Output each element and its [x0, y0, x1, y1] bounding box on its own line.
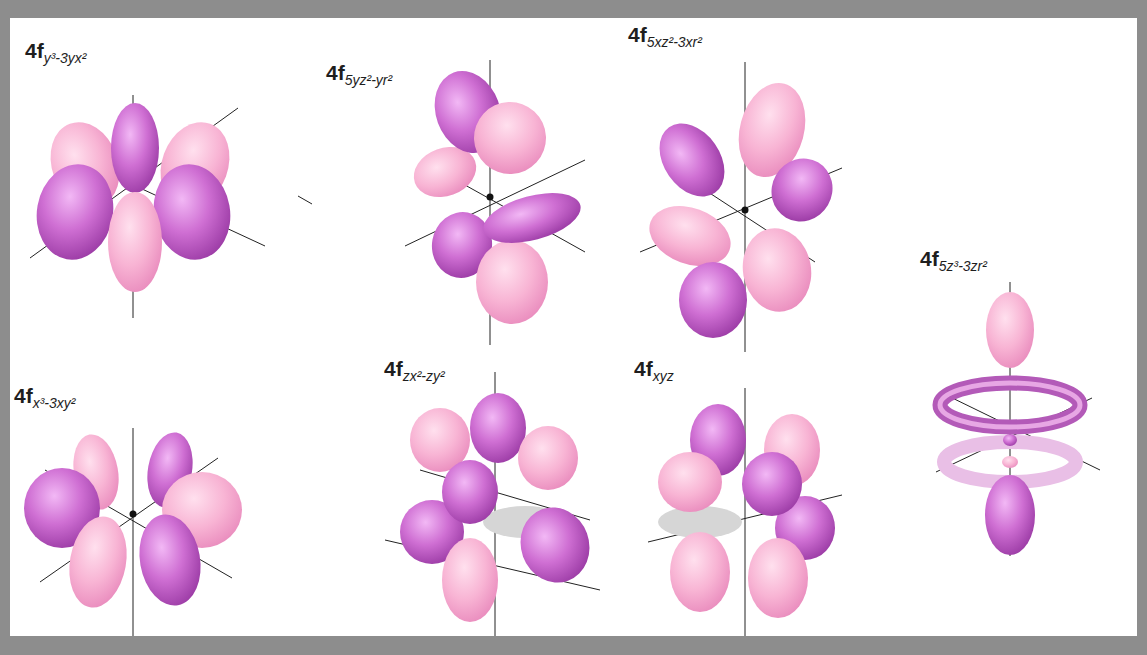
orbital-label: 4fy³-3yx² [25, 40, 86, 61]
orbital-label: 4fx³-3xy² [14, 385, 75, 406]
orbital-label: 4f5xz²-3xr² [628, 24, 702, 45]
orbital-label: 4f5z³-3zr² [920, 248, 987, 269]
orbital-label: 4fzx²-zy² [384, 358, 445, 379]
orbital-label: 4f5yz²-yr² [326, 62, 392, 83]
orbital-label: 4fxyz [634, 358, 674, 379]
